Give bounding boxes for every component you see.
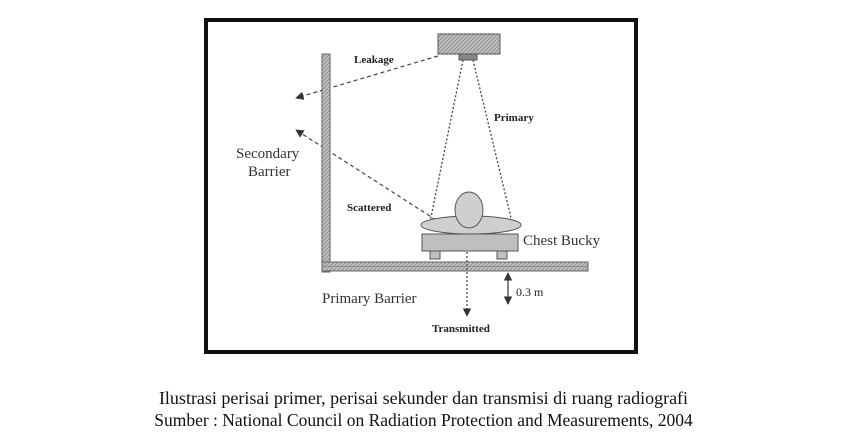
chest-bucky-leg-right [496,250,508,260]
chest-bucky-table [421,233,519,252]
secondary-barrier-label-line2: Barrier [248,164,290,180]
distance-label: 0.3 m [516,285,544,299]
primary-beam-left-edge [429,59,464,223]
xray-tube-collimator [458,53,478,61]
secondary-barrier-wall [321,53,331,273]
secondary-barrier-label-line1: Secondary [236,146,300,162]
leakage-arrow [295,55,439,100]
radiography-shielding-diagram: Leakage Primary Secondary Barrier Scatte… [204,18,638,354]
transmitted-label: Transmitted [432,323,490,335]
chest-bucky-label: Chest Bucky [523,233,601,249]
leakage-label: Leakage [354,54,394,66]
primary-barrier-label: Primary Barrier [322,291,417,307]
chest-bucky-leg-left [429,250,441,260]
patient-head [454,191,484,229]
xray-tube-housing [437,33,501,55]
figure-source: Sumber : National Council on Radiation P… [154,410,693,430]
diagram-frame [204,18,638,354]
scattered-label: Scattered [347,202,391,214]
primary-beam-label: Primary [494,112,534,124]
figure-caption: Ilustrasi perisai primer, perisai sekund… [158,388,689,408]
